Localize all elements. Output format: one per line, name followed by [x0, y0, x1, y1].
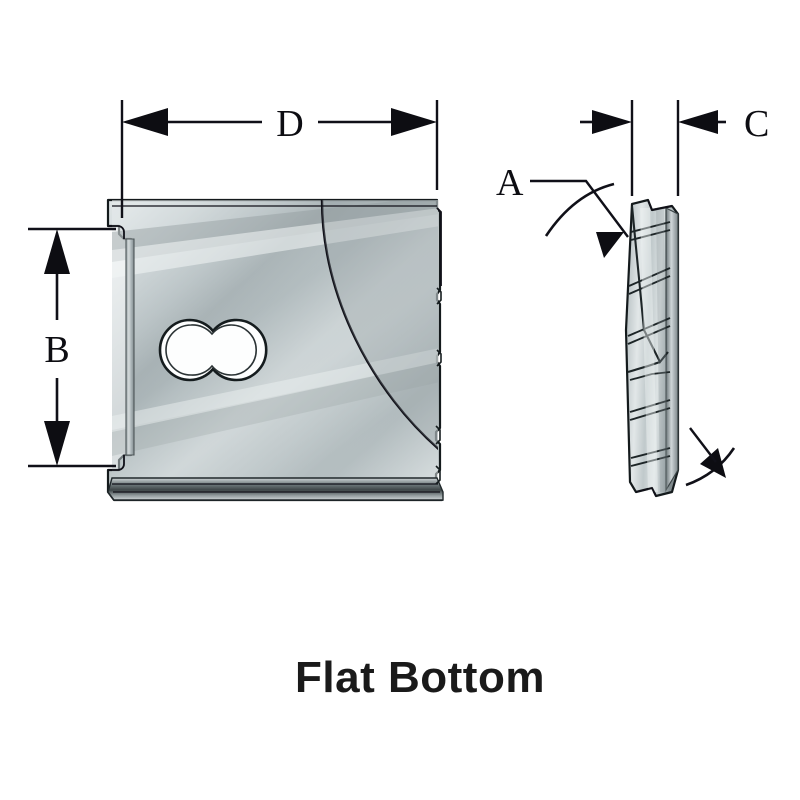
dimension-label-b: B [44, 329, 69, 371]
dimension-label-d: D [276, 103, 303, 145]
d-arrowhead-left [122, 108, 168, 136]
b-arrowhead-top [44, 229, 70, 274]
side-highlight-stripe-1 [640, 208, 658, 492]
dimension-d: D [120, 100, 439, 218]
a-leader-line [530, 179, 629, 238]
c-arrowhead-right [678, 110, 718, 134]
dimension-b: B [28, 227, 116, 468]
front-view-body [106, 198, 444, 502]
mounting-hole [158, 318, 268, 382]
right-edge-serrations [435, 287, 442, 485]
sheen-band-lower [112, 362, 438, 456]
dimension-label-c: C [744, 103, 769, 145]
front-view: D B [28, 100, 444, 502]
side-right-rail [665, 207, 679, 493]
side-bottom-edge [635, 487, 657, 497]
side-chevron-detail [630, 205, 669, 364]
figure-caption: Flat Bottom [295, 653, 545, 702]
mounting-hole-outer [158, 318, 268, 382]
bottom-left-notch [108, 455, 125, 471]
a-arrowhead-upper [596, 232, 624, 258]
dimension-a: A [496, 162, 736, 487]
dimension-c: C [580, 100, 769, 196]
a-angle-arc-upper [544, 182, 615, 237]
side-view-body [624, 198, 680, 498]
side-highlight-stripe-2 [656, 208, 668, 492]
relief-arc-shadow [322, 200, 438, 452]
side-view: C A [496, 100, 769, 498]
side-chevron-detail-3 [629, 371, 671, 381]
face-shading [112, 200, 438, 492]
side-view-shading [627, 205, 679, 493]
side-facet-lines [627, 221, 671, 467]
sheen-band-lower-highlight [112, 348, 438, 432]
dimension-label-a: A [496, 162, 524, 204]
side-top-edge [647, 199, 673, 211]
top-left-notch [108, 225, 125, 239]
sheen-band-highlight [112, 208, 438, 278]
c-arrowhead-left [592, 110, 632, 134]
d-arrowhead-right [391, 108, 437, 136]
side-chevron-detail-2 [627, 361, 661, 374]
bottom-chamfer-band [107, 477, 444, 501]
b-arrowhead-bottom [44, 421, 70, 466]
face-gradient-overlay [112, 200, 438, 492]
relief-arc [320, 200, 438, 453]
a-angle-leader-lower [689, 427, 717, 463]
left-edge-rail [125, 238, 135, 456]
a-arrowhead-lower [700, 448, 726, 478]
mounting-hole-inner [165, 324, 258, 376]
right-edge-step [436, 207, 442, 286]
